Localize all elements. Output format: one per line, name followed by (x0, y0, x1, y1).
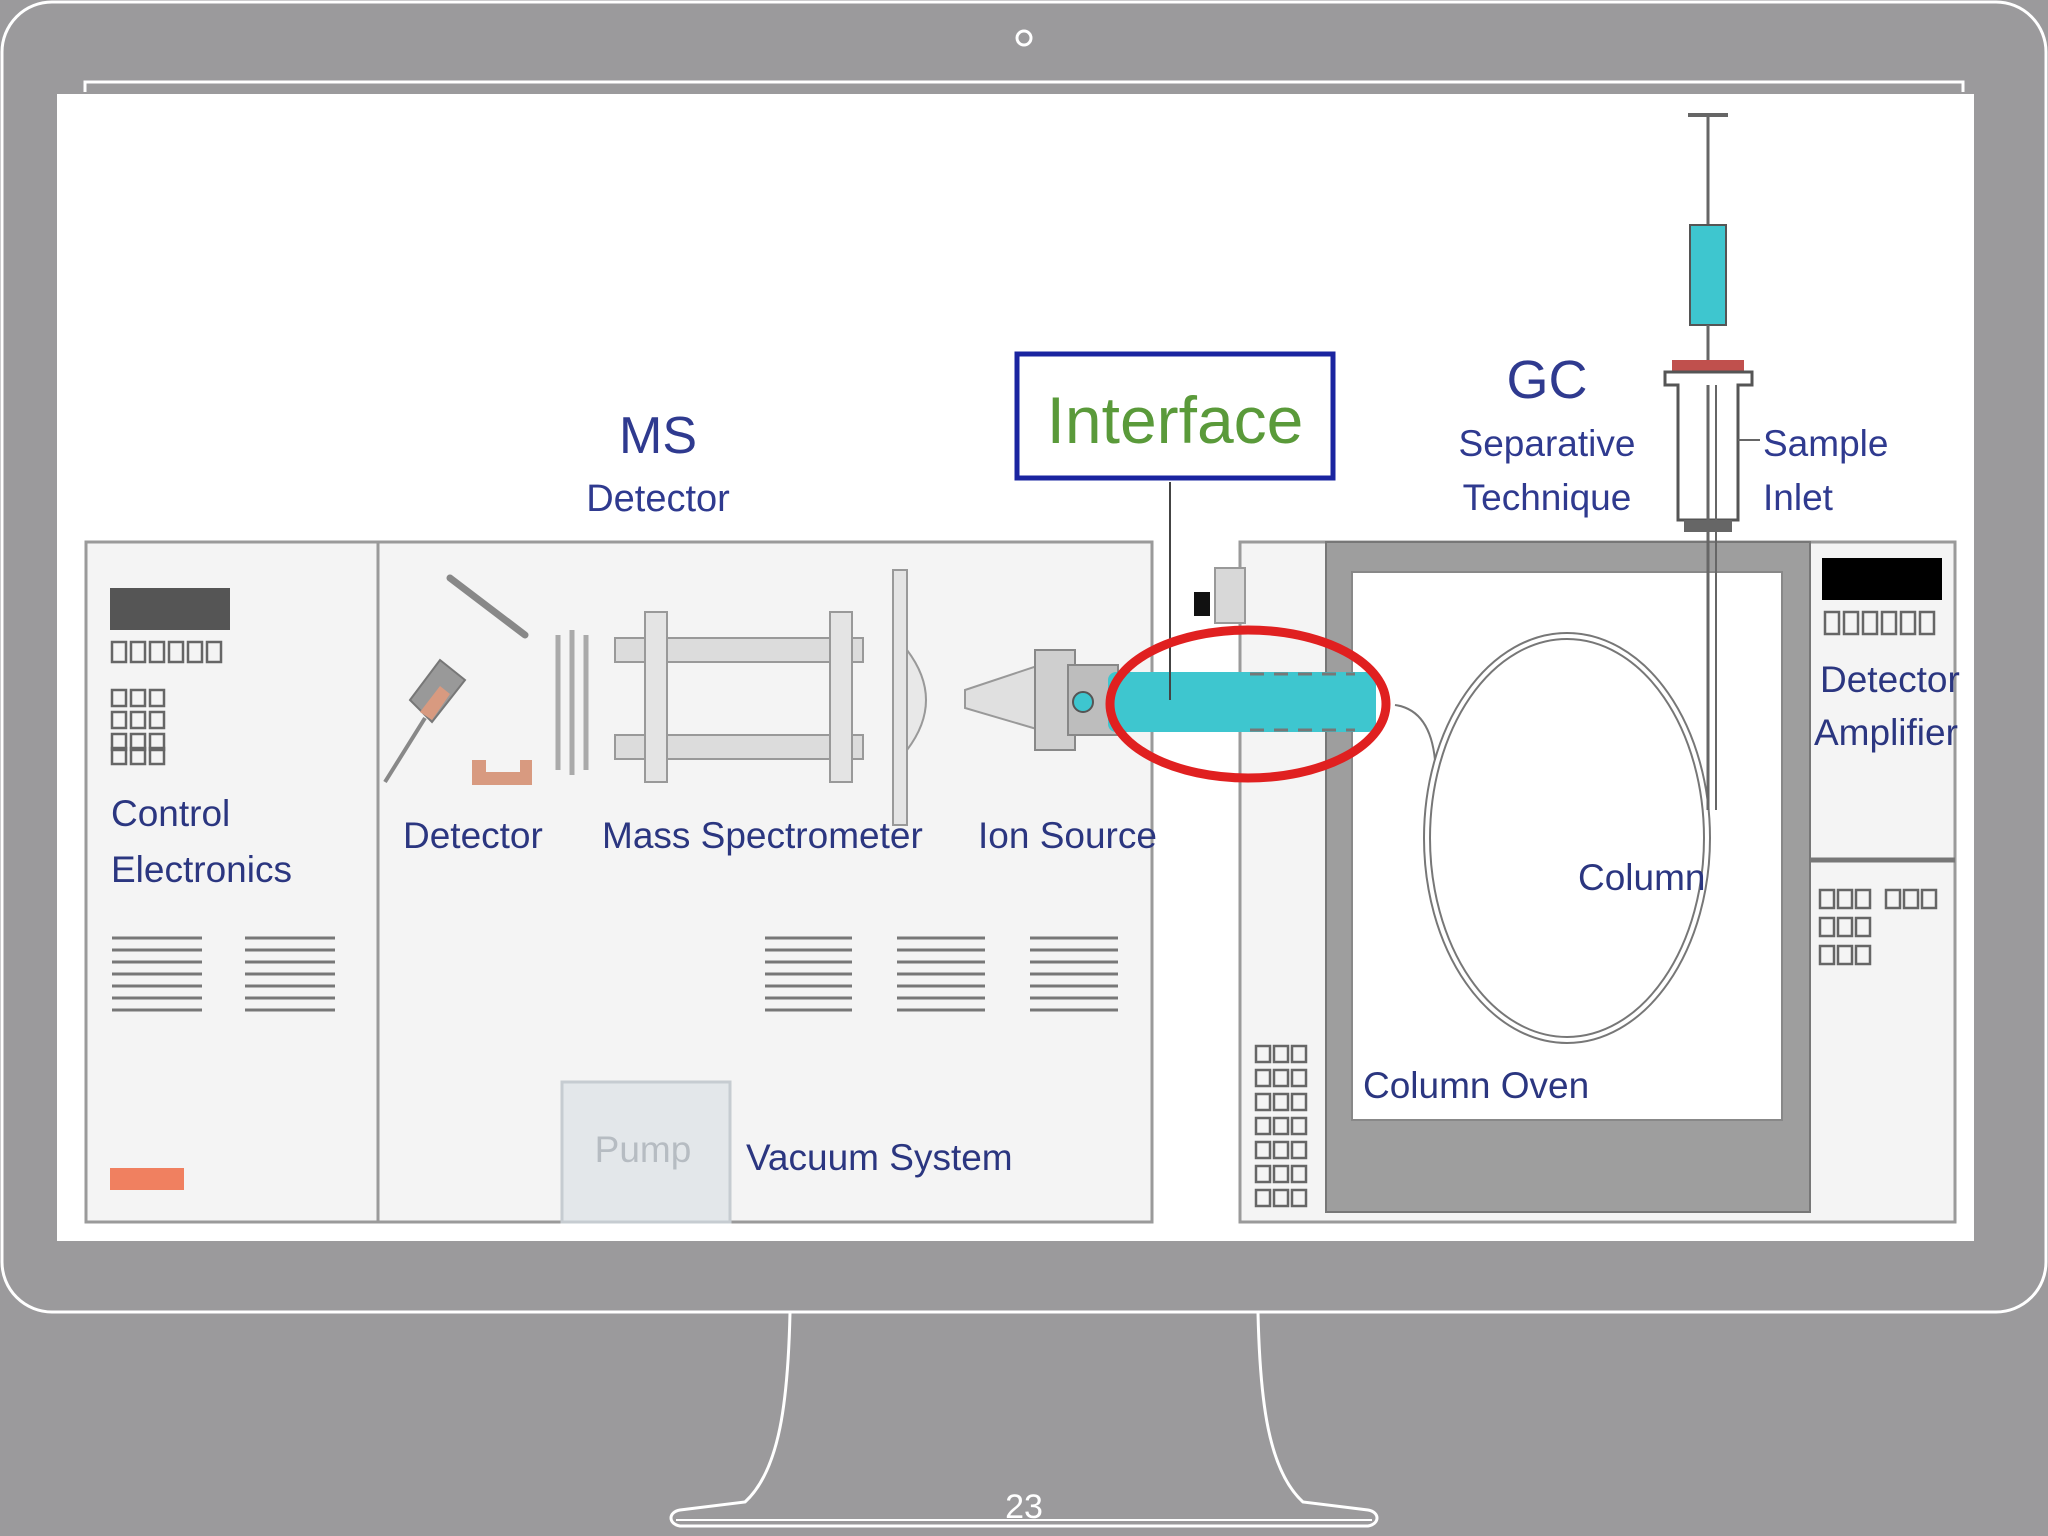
interface-box (1014, 351, 1336, 481)
gc-subtitle-line2: Technique (1463, 477, 1632, 518)
syringe (1663, 113, 1760, 810)
detector-device (383, 574, 532, 785)
quadrupole (555, 569, 927, 826)
gc-subtitle-line1: Separative (1459, 423, 1636, 464)
interface-label: Interface (1047, 383, 1304, 457)
ms-title: MS (619, 407, 697, 465)
ms-cabinet (84, 540, 1154, 1224)
gc-keypad (1254, 1044, 1308, 1208)
control-electronics-line1: Control (111, 793, 230, 834)
sample-inlet-line1: Sample (1763, 423, 1888, 464)
column-oven-label: Column Oven (1363, 1065, 1589, 1106)
ion-source (964, 649, 1119, 751)
amplifier-buttons (1818, 610, 1938, 966)
monitor-stand (669, 1312, 1379, 1528)
pump-box (560, 1080, 732, 1224)
detector-amplifier-line2: Amplifier (1814, 712, 1958, 753)
gc-cabinet (1194, 113, 1957, 1224)
sample-inlet-line2: Inlet (1763, 477, 1834, 518)
gc-title: GC (1507, 350, 1588, 410)
control-electronics-line2: Electronics (111, 849, 292, 890)
detector-amplifier-line1: Detector (1820, 659, 1960, 700)
ms-subtitle: Detector (586, 478, 730, 520)
webcam-icon (1015, 29, 1033, 47)
control-buttons (110, 640, 223, 766)
control-display (110, 588, 230, 630)
vent-grilles (112, 936, 1118, 1012)
vacuum-system-label: Vacuum System (746, 1137, 1013, 1178)
transfer-line (1108, 482, 1376, 732)
ion-source-label: Ion Source (978, 815, 1157, 856)
detector-label: Detector (403, 815, 543, 856)
mass-spectrometer-label: Mass Spectrometer (602, 815, 923, 856)
column-coil (1394, 632, 1711, 1044)
column-label: Column (1578, 857, 1706, 898)
interface-highlight-ring (1105, 625, 1391, 783)
pump-label: Pump (595, 1129, 692, 1170)
page-number: 23 (1005, 1488, 1043, 1526)
power-button (110, 1168, 184, 1190)
amplifier-display (1822, 558, 1942, 600)
